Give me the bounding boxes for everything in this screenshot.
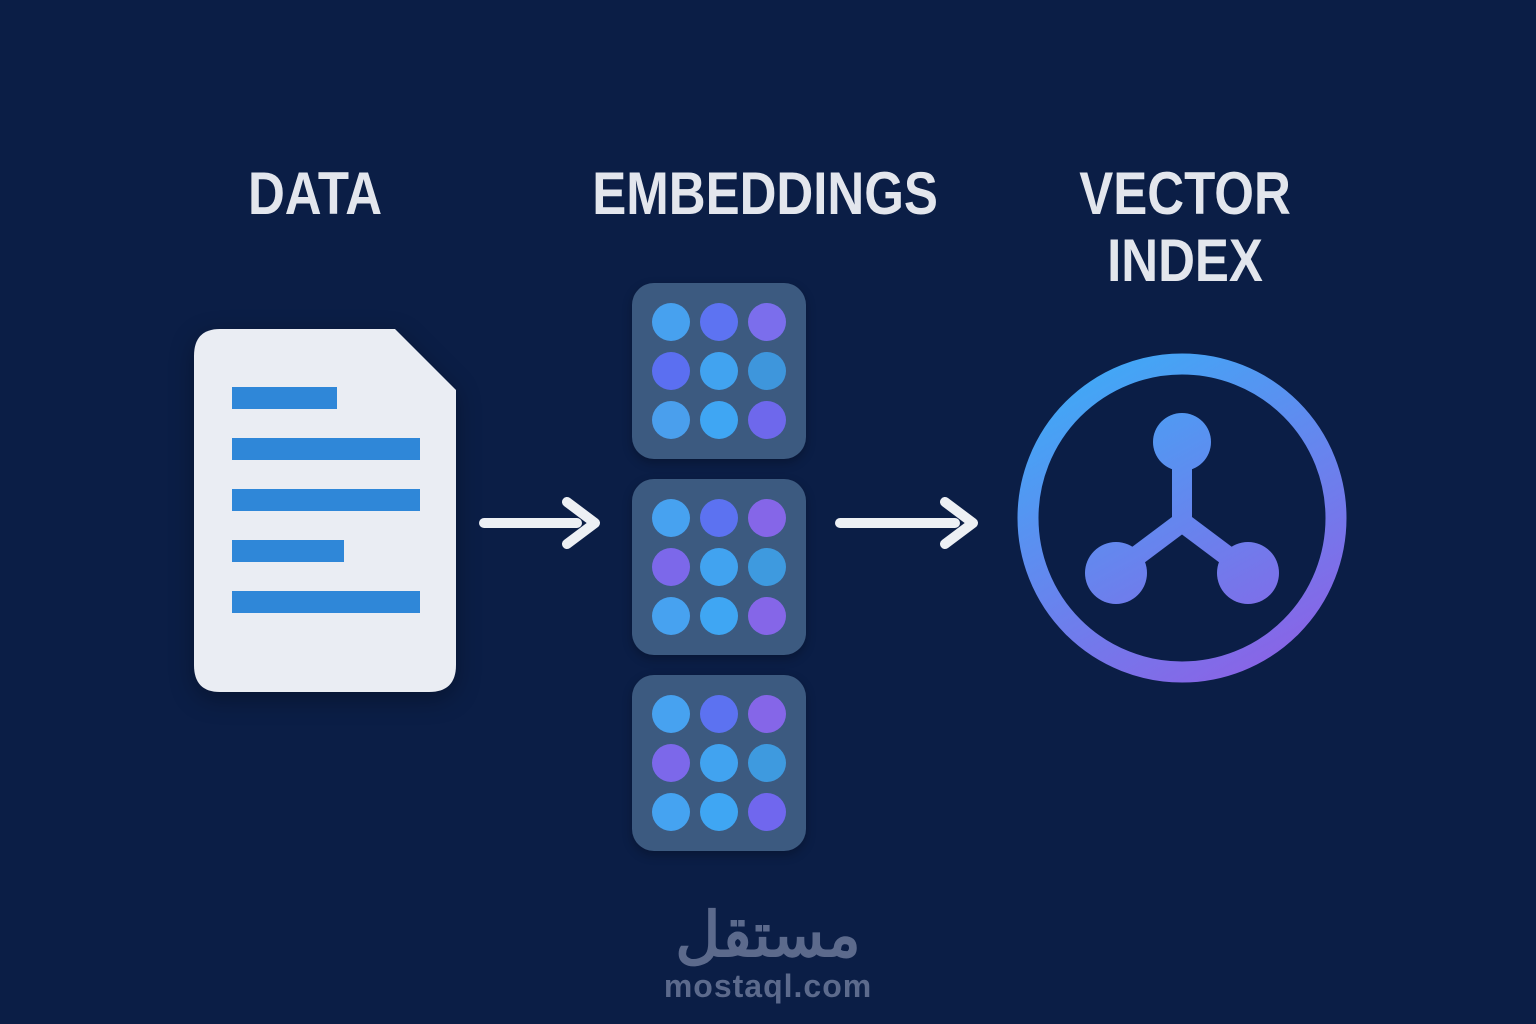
embedding-dot (652, 352, 690, 390)
embedding-dot (652, 793, 690, 831)
embedding-dot (748, 597, 786, 635)
document-text-line (232, 540, 344, 562)
vector-icon-nodes (1085, 413, 1279, 604)
mostaql-domain: mostaql.com (663, 968, 873, 1004)
embedding-grid-panel (632, 675, 806, 851)
embedding-dot (652, 597, 690, 635)
embeddings-heading: EMBEDDINGS (566, 160, 938, 227)
data-heading-text: DATA (247, 160, 383, 227)
vector-icon-ring (1017, 353, 1347, 683)
mostaql-logo: مستقل (675, 901, 861, 970)
embedding-grid-panel (632, 283, 806, 459)
document-text-line (232, 387, 337, 409)
embedding-dot (700, 744, 738, 782)
embedding-dot (748, 793, 786, 831)
embedding-dot (748, 401, 786, 439)
embedding-dot (652, 548, 690, 586)
vector-index-heading: VECTOR INDEX (1035, 160, 1335, 294)
document-icon (193, 328, 457, 693)
arrow-right-icon (835, 497, 978, 549)
arrow-right-icon (479, 497, 600, 549)
vector-node-left (1085, 542, 1147, 604)
embedding-dot (748, 695, 786, 733)
embedding-dot (700, 793, 738, 831)
embedding-dot (748, 548, 786, 586)
data-heading: DATA (161, 160, 469, 227)
vector-index-icon (1017, 353, 1347, 683)
embedding-dot (748, 499, 786, 537)
embedding-grid-panel (632, 479, 806, 655)
embedding-dot (700, 499, 738, 537)
embedding-dot (652, 499, 690, 537)
embedding-dot (700, 352, 738, 390)
embedding-dot (652, 401, 690, 439)
embedding-dot (700, 597, 738, 635)
embedding-dot (700, 548, 738, 586)
vector-heading-line2: INDEX (1107, 227, 1263, 294)
embedding-dot (652, 744, 690, 782)
document-text-line (232, 489, 420, 511)
embedding-dot (700, 401, 738, 439)
document-text-line (232, 438, 420, 460)
embedding-dot (652, 695, 690, 733)
embedding-dot (652, 303, 690, 341)
document-text-line (232, 591, 420, 613)
vector-node-right (1217, 542, 1279, 604)
embedding-grids (632, 283, 806, 851)
embedding-dot (700, 695, 738, 733)
embedding-dot (700, 303, 738, 341)
embeddings-heading-text: EMBEDDINGS (592, 160, 938, 227)
vector-node-top (1153, 413, 1211, 471)
embedding-dot (748, 303, 786, 341)
vector-heading-line1: VECTOR (1079, 160, 1291, 227)
embedding-dot (748, 744, 786, 782)
embedding-dot (748, 352, 786, 390)
document-text-lines (232, 387, 422, 642)
